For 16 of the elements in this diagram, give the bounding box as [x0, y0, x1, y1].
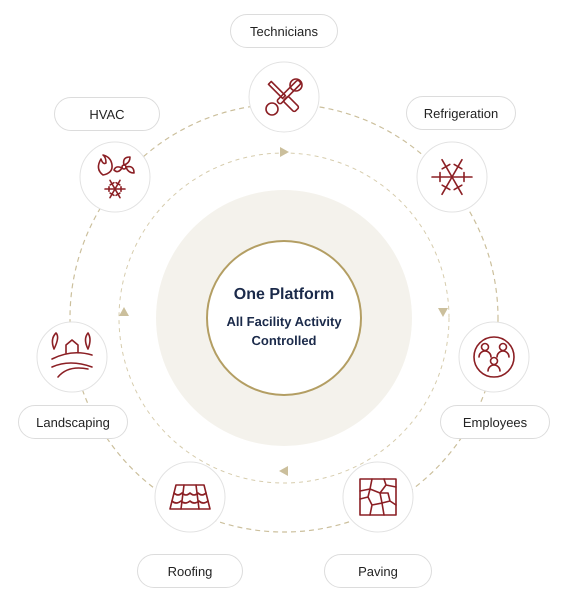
label-pill [137, 554, 243, 588]
category-label: Paving [358, 564, 398, 578]
category-label: Refrigeration [424, 106, 498, 120]
label-pill [230, 14, 338, 48]
category-label: HVAC [89, 106, 125, 122]
label-pill [406, 96, 516, 130]
label-pill [324, 554, 432, 588]
category-label: Landscaping [36, 414, 110, 430]
label-pill [440, 405, 550, 439]
center-subtitle: All Facility Activity Controlled [225, 313, 343, 350]
label-pill [18, 405, 128, 439]
category-label: Employees [462, 414, 528, 430]
center-heading: One Platform [234, 286, 334, 304]
category-label: Roofing [168, 564, 212, 578]
category-label: Technicians [250, 24, 318, 38]
label-pill [54, 97, 160, 131]
